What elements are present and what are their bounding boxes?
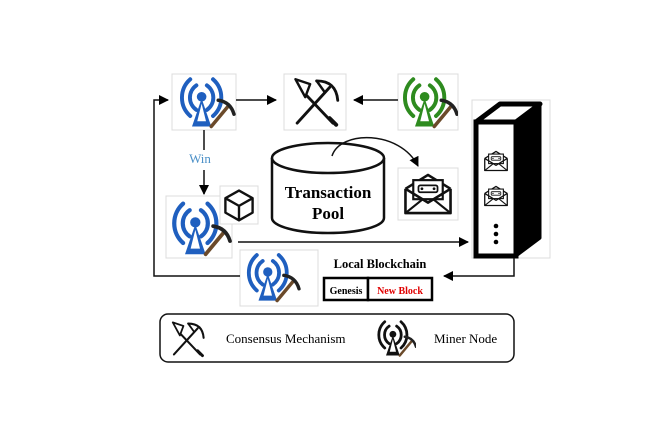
block-cube [219, 185, 259, 225]
pool-to-mail-arrow [331, 137, 419, 167]
local-node [239, 249, 319, 307]
node-top-right [397, 73, 459, 131]
pool-title-line2: Pool [312, 204, 344, 223]
pool-title-line1: Transaction [285, 183, 372, 202]
arrow-feedback-loop [153, 95, 240, 277]
win-label: Win [189, 151, 211, 166]
new-block [366, 276, 434, 302]
mail-box [397, 167, 459, 221]
block-cube-icon [224, 189, 254, 222]
arrow-server-to-chain [443, 258, 515, 281]
database-cylinder-icon [270, 141, 386, 175]
genesis-label: Genesis [330, 286, 363, 297]
legend: Consensus Mechanism Miner Node [159, 313, 515, 363]
legend-consensus-label: Consensus Mechanism [226, 331, 346, 346]
new-block-label: New Block [377, 286, 423, 297]
consensus-top [283, 73, 347, 131]
local-blockchain-title: Local Blockchain [334, 257, 427, 271]
legend-miner-label: Miner Node [434, 331, 497, 346]
transaction-pool: Transaction Pool [270, 141, 386, 235]
local-blockchain: Local Blockchain Genesis New Block [322, 257, 434, 302]
server [471, 99, 551, 259]
node-top-left [171, 73, 237, 131]
